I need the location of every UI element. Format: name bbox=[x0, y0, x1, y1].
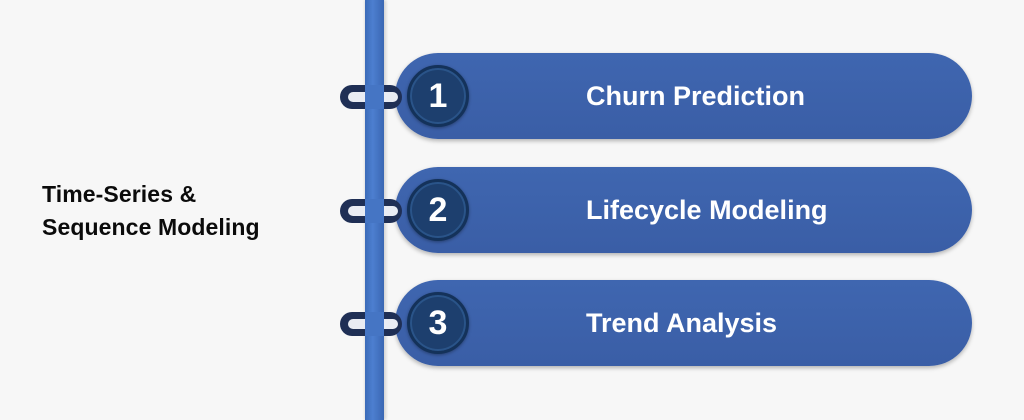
step-lifecycle-modeling: Lifecycle Modeling 2 bbox=[336, 167, 976, 253]
spine-overlay bbox=[365, 85, 384, 109]
title-line-2: Sequence Modeling bbox=[42, 214, 260, 240]
spine-overlay bbox=[365, 199, 384, 223]
step-pill: Lifecycle Modeling bbox=[395, 167, 972, 253]
connector-clip bbox=[336, 312, 416, 336]
spine-overlay bbox=[365, 312, 384, 336]
step-label: Churn Prediction bbox=[586, 81, 806, 111]
diagram-title: Time-Series & Sequence Modeling bbox=[42, 178, 342, 244]
step-pill: Trend Analysis bbox=[395, 280, 972, 366]
title-line-1: Time-Series & bbox=[42, 181, 197, 207]
step-churn-prediction: Churn Prediction 1 bbox=[336, 53, 976, 139]
step-number-badge: 1 bbox=[407, 65, 469, 127]
step-label: Trend Analysis bbox=[586, 308, 778, 338]
step-number-badge: 3 bbox=[407, 292, 469, 354]
step-number-badge: 2 bbox=[407, 179, 469, 241]
step-trend-analysis: Trend Analysis 3 bbox=[336, 280, 976, 366]
connector-clip bbox=[336, 199, 416, 223]
connector-clip bbox=[336, 85, 416, 109]
step-pill: Churn Prediction bbox=[395, 53, 972, 139]
step-label: Lifecycle Modeling bbox=[586, 195, 828, 225]
